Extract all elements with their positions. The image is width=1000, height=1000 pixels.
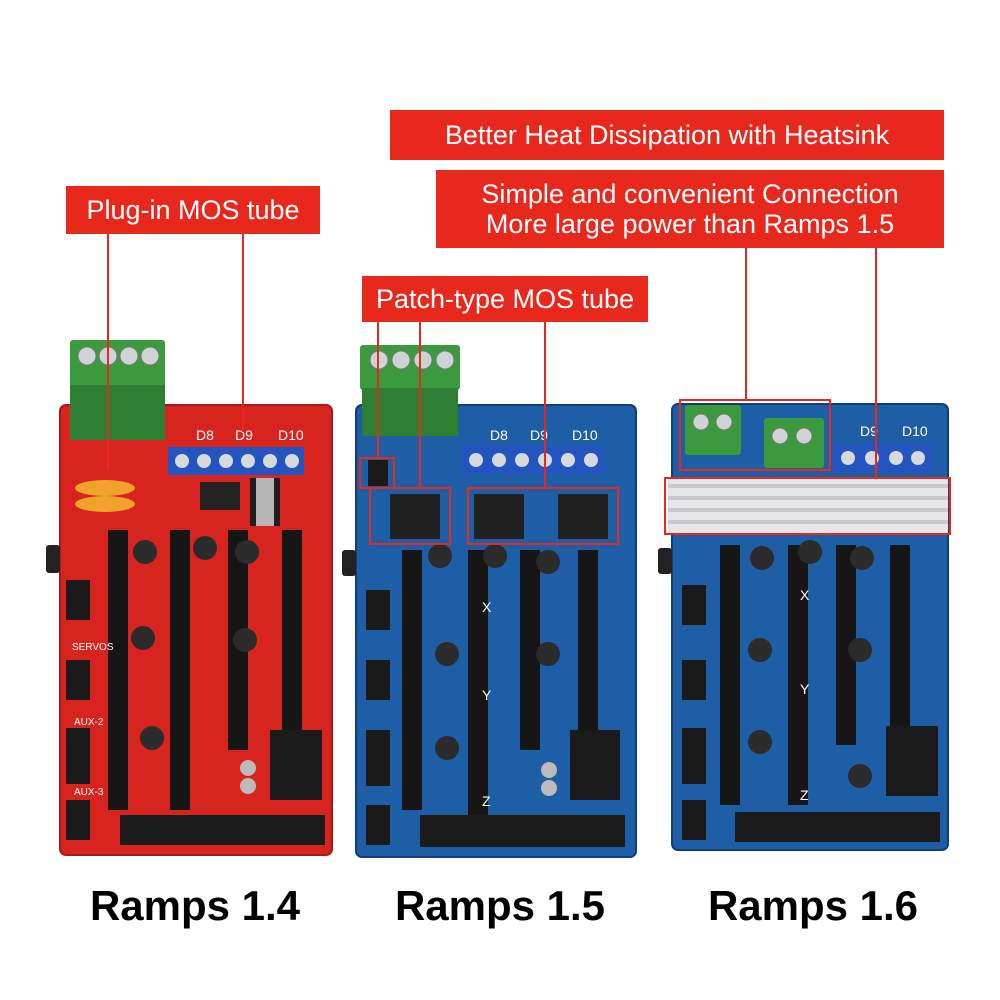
blue-screw-terminals	[832, 444, 932, 472]
callout-plug-in-mos: Plug-in MOS tube	[66, 186, 320, 234]
label-ramps-16: Ramps 1.6	[707, 882, 919, 929]
electrolytic-capacitors	[748, 540, 874, 788]
callout-connection: Simple and convenient Connection More la…	[436, 170, 944, 248]
electrolytic-capacitors	[428, 544, 560, 796]
silk-aux3-14: AUX-3	[74, 787, 104, 798]
label-ramps-15: Ramps 1.5	[394, 882, 606, 929]
silk-d8: D8	[196, 427, 214, 443]
electrolytic-capacitors	[131, 536, 259, 794]
blue-screw-terminals	[462, 446, 604, 474]
silk-d9: D9	[530, 427, 548, 443]
silk-y-16: Y	[800, 681, 810, 697]
label-ramps-14: Ramps 1.4	[89, 882, 301, 929]
callout-connection-line1: Simple and convenient Connection	[481, 179, 899, 209]
green-terminal-block	[360, 345, 460, 436]
silk-servos-14: SERVOS	[72, 642, 114, 653]
blue-screw-terminals	[168, 447, 304, 475]
callout-heat-dissipation: Better Heat Dissipation with Heatsink	[390, 110, 944, 160]
silk-z-15: Z	[482, 793, 491, 809]
silk-y-15: Y	[482, 687, 492, 703]
silk-d10: D10	[572, 427, 598, 443]
silk-d9: D9	[235, 427, 253, 443]
callout-heat-text: Better Heat Dissipation with Heatsink	[444, 120, 890, 150]
silk-d10: D10	[902, 423, 928, 439]
silk-d9: D9	[860, 423, 878, 439]
callout-highlights	[107, 233, 951, 545]
silk-aux2-14: AUX-2	[74, 717, 104, 728]
silk-x-16: X	[800, 587, 810, 603]
silk-x-15: X	[482, 599, 492, 615]
silk-z-16: Z	[800, 787, 809, 803]
silk-d8: D8	[490, 427, 508, 443]
ramps-15-board: D8 D9 D10 X Y	[342, 345, 637, 858]
ramps-14-board: D8 D9 D10 SE	[46, 340, 333, 856]
ramps-16-board: D9 D10 X Y Z	[658, 403, 949, 851]
heatsink	[668, 478, 948, 534]
green-terminal-block	[70, 340, 165, 440]
green-terminal-small	[685, 405, 824, 468]
callout-connection-line2: More large power than Ramps 1.5	[485, 209, 895, 239]
patch-mosfets	[390, 494, 608, 539]
silk-d10: D10	[278, 427, 304, 443]
callout-patch-type-mos: Patch-type MOS tube	[362, 276, 648, 322]
